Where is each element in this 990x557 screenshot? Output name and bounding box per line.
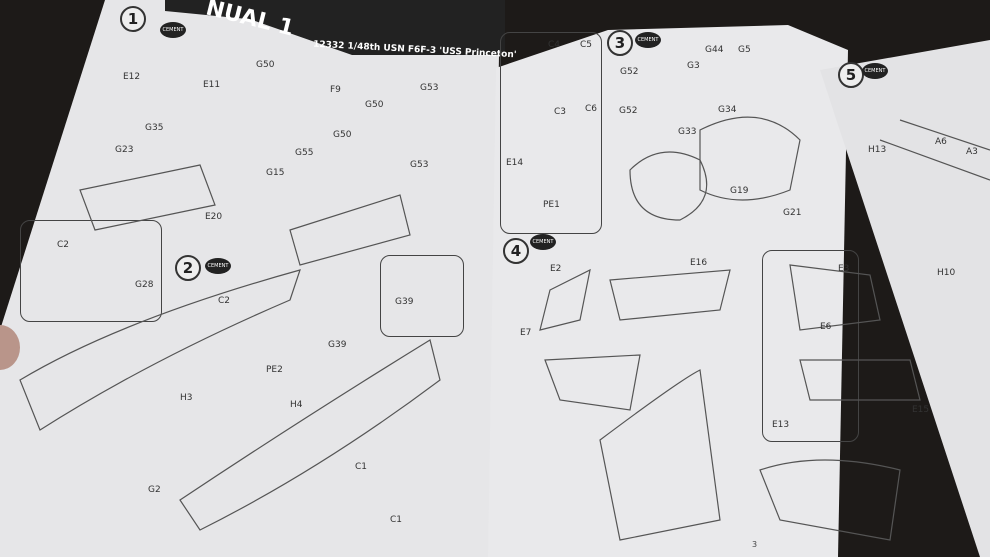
cement-icon: CEMENT — [205, 258, 231, 274]
page-number: 3 — [752, 540, 758, 549]
part-label: E3 — [838, 264, 850, 274]
part-label: G2 — [148, 485, 161, 495]
part-label: H13 — [868, 145, 887, 155]
detail-panel — [500, 32, 602, 234]
part-label: G34 — [718, 105, 737, 115]
detail-panel — [762, 250, 859, 442]
cement-icon: CEMENT — [160, 22, 186, 38]
part-label: G15 — [266, 168, 285, 178]
part-label: C2 — [57, 240, 70, 250]
part-label: H3 — [180, 393, 193, 403]
part-label: E2 — [550, 264, 562, 274]
part-label: G28 — [135, 280, 154, 290]
part-label: G50 — [333, 130, 352, 140]
cement-icon: CEMENT — [530, 234, 556, 250]
part-label: G50 — [365, 100, 384, 110]
right-manual-page — [488, 25, 848, 557]
part-label: E16 — [690, 258, 708, 268]
part-label: G3 — [687, 61, 700, 71]
part-label: PE2 — [266, 365, 283, 375]
part-label: G5 — [738, 45, 751, 55]
step-2-number: 2 — [175, 255, 201, 281]
step-4-number: 4 — [503, 238, 529, 264]
part-label: E6 — [820, 322, 832, 332]
part-label: G52 — [619, 106, 638, 116]
step-1-number: 1 — [120, 6, 146, 32]
part-label: E15 — [912, 405, 930, 415]
part-label: PE1 — [543, 200, 560, 210]
part-label: A6 — [935, 137, 947, 147]
part-label: G50 — [256, 60, 275, 70]
part-label: G53 — [420, 83, 439, 93]
part-label: C5 — [580, 40, 593, 50]
part-label: H4 — [290, 400, 303, 410]
part-label: G52 — [620, 67, 639, 77]
part-label: E13 — [772, 420, 790, 430]
part-label: C6 — [585, 104, 598, 114]
finger — [0, 325, 20, 370]
part-label: E20 — [205, 212, 223, 222]
part-label: G19 — [730, 186, 749, 196]
part-label: A3 — [966, 147, 978, 157]
part-label: E14 — [506, 158, 524, 168]
part-label: C1 — [390, 515, 403, 525]
part-label: E12 — [123, 72, 141, 82]
part-label: E7 — [520, 328, 532, 338]
part-label: G53 — [410, 160, 429, 170]
part-label: C1 — [355, 462, 368, 472]
part-label: H10 — [937, 268, 956, 278]
part-label: G39 — [395, 297, 414, 307]
part-label: G55 — [295, 148, 314, 158]
detail-panel — [380, 255, 464, 337]
part-label: G35 — [145, 123, 164, 133]
step-3-number: 3 — [607, 30, 633, 56]
part-label: G23 — [115, 145, 134, 155]
part-label: G33 — [678, 127, 697, 137]
part-label: G44 — [705, 45, 724, 55]
part-label: C2 — [218, 296, 231, 306]
part-label: E11 — [203, 80, 221, 90]
part-label: G21 — [783, 208, 802, 218]
left-manual-page — [0, 0, 500, 557]
cement-icon: CEMENT — [862, 63, 888, 79]
part-label: C3 — [554, 107, 567, 117]
part-label: C4 — [548, 40, 561, 50]
cement-icon: CEMENT — [635, 32, 661, 48]
part-label: G39 — [328, 340, 347, 350]
part-label: F9 — [330, 85, 341, 95]
